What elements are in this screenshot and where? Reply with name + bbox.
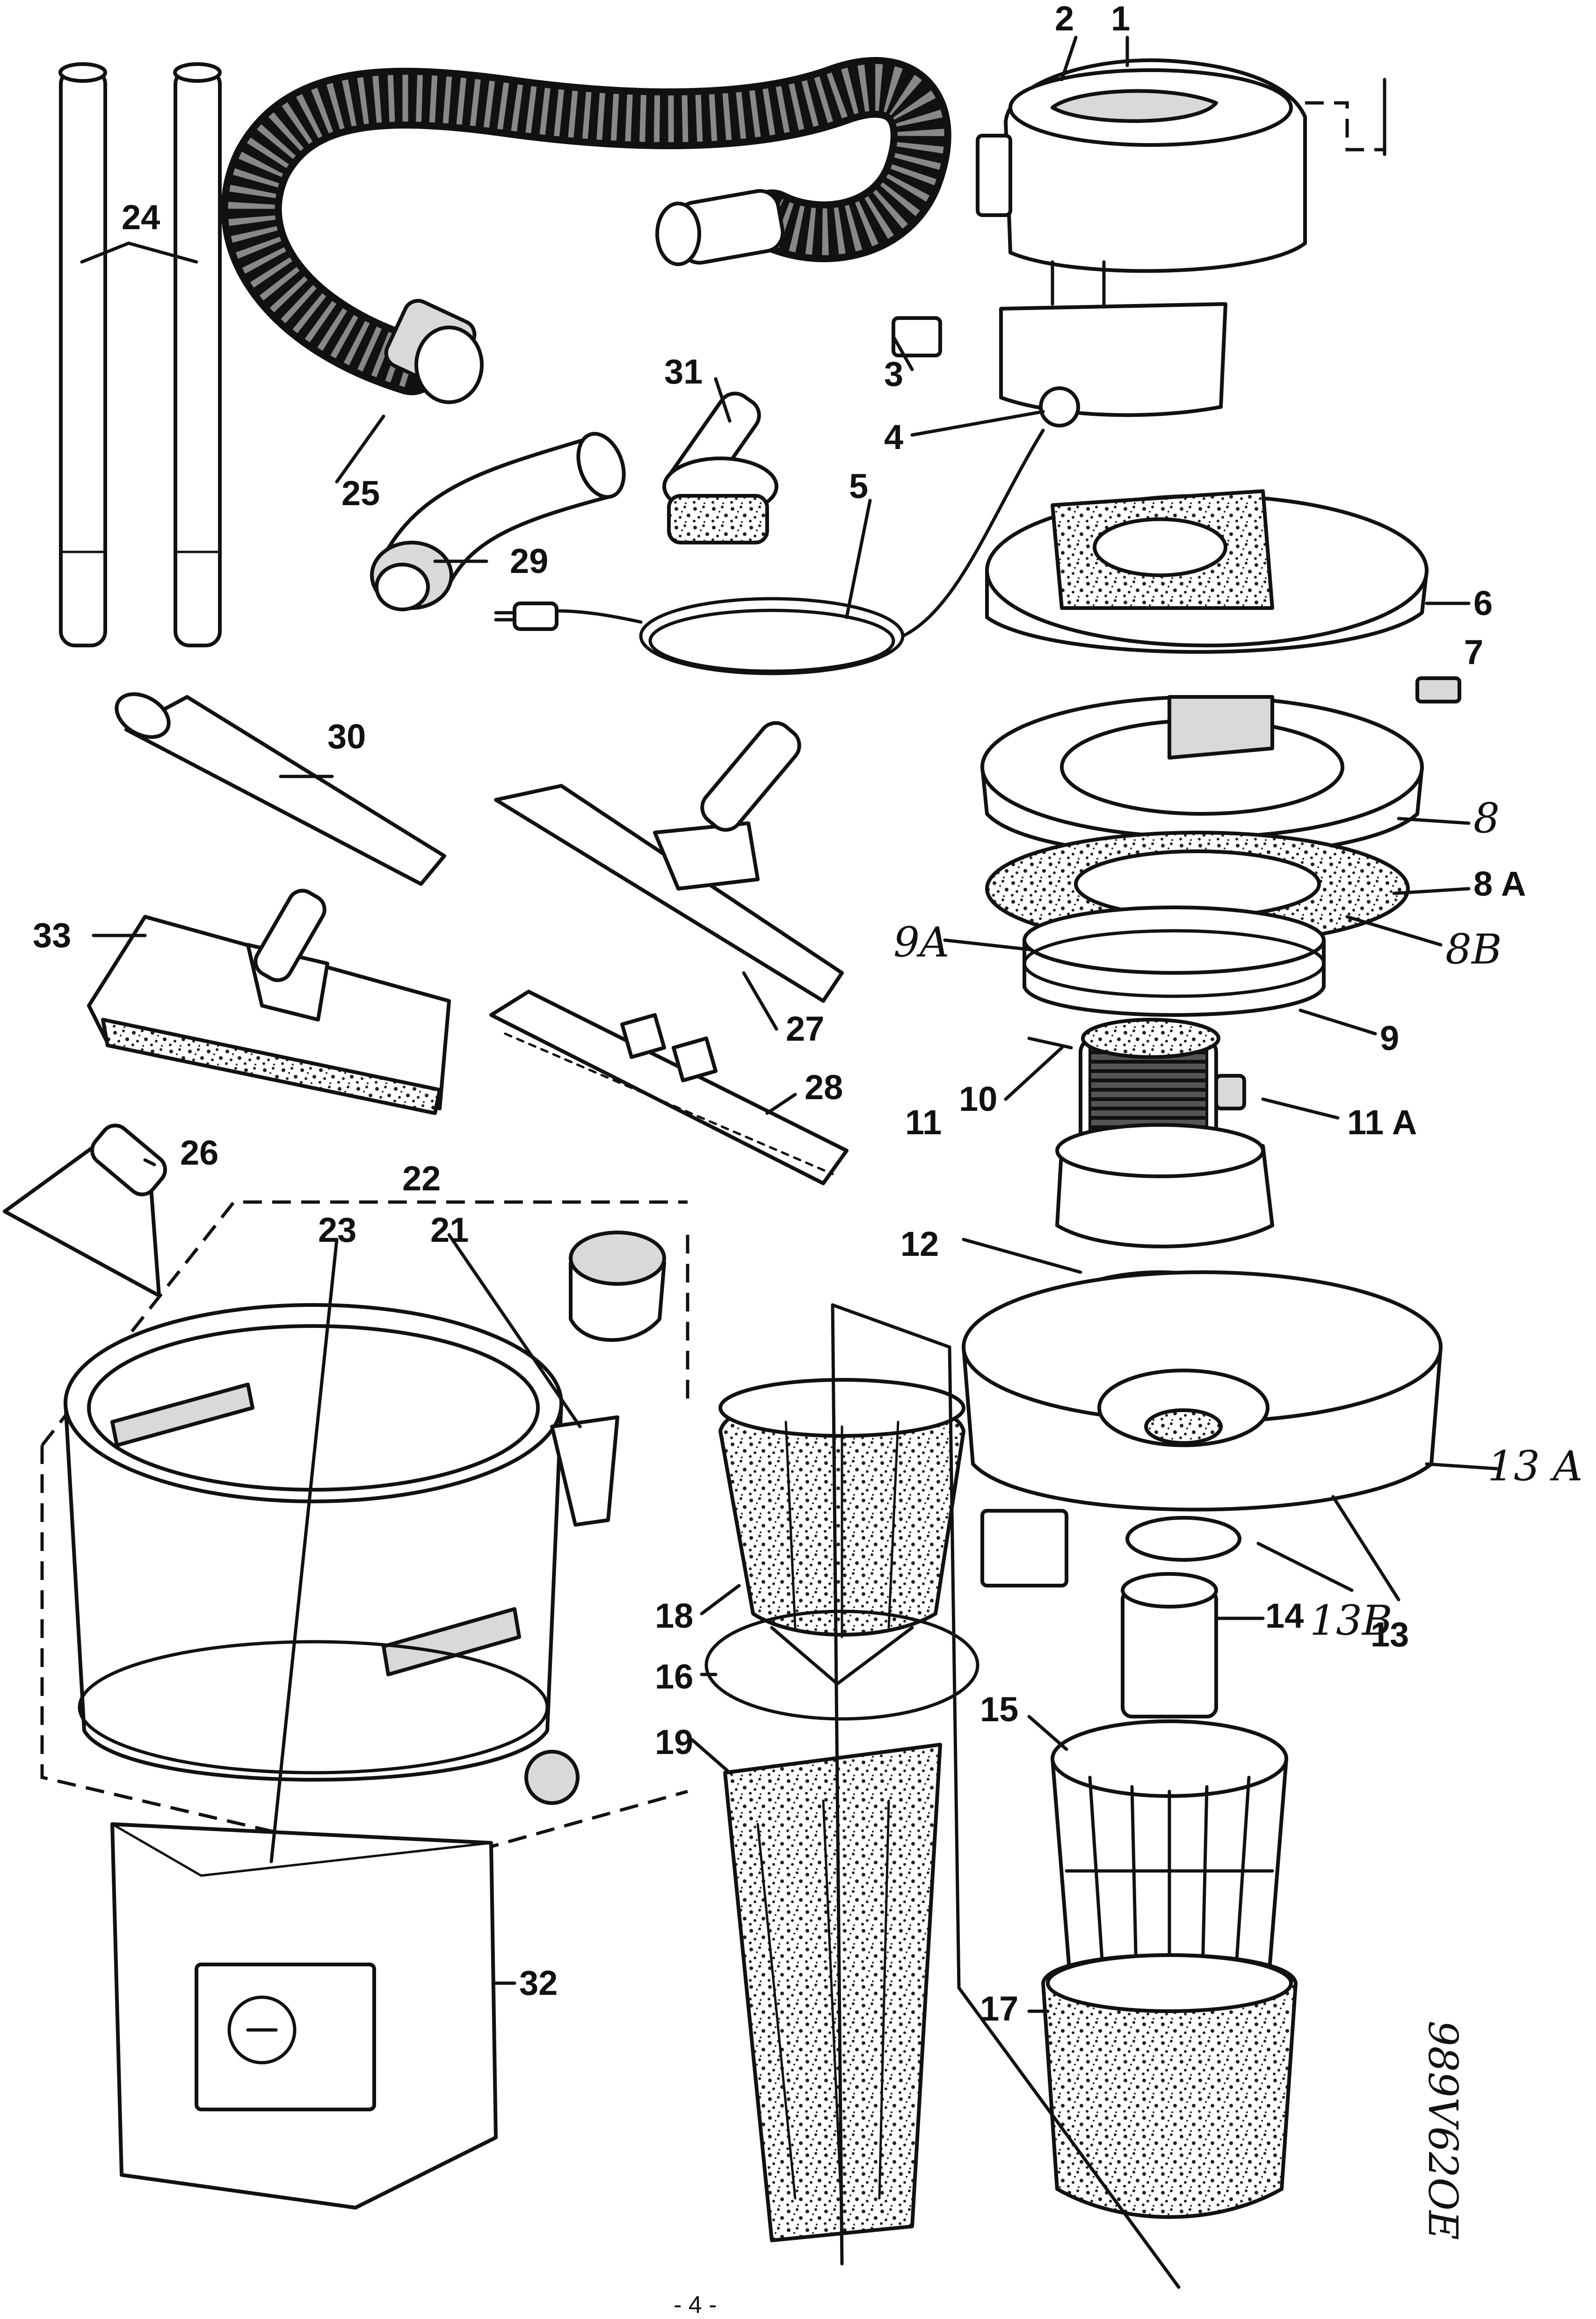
label-14: 14 — [1265, 1596, 1304, 1635]
label-21: 21 — [430, 1210, 469, 1249]
label-27: 27 — [786, 1009, 824, 1048]
label-22: 22 — [402, 1159, 441, 1198]
label-8: 8 — [1473, 794, 1500, 842]
label-15: 15 — [980, 1690, 1018, 1729]
upholstery-nozzle — [3, 1123, 167, 1297]
tank-lid — [962, 1270, 1443, 1587]
label-33: 33 — [33, 916, 71, 955]
extension-tubes — [58, 62, 222, 647]
page-number: - 4 - — [674, 2291, 717, 2319]
label-30: 30 — [327, 717, 366, 756]
label-10: 10 — [959, 1080, 997, 1118]
callout-labels: 1 2 3 4 5 6 7 8 8 A 8B 9A 9 10 11 11 A 1… — [33, 0, 1583, 2028]
dusting-brush — [662, 391, 778, 544]
leader-lines — [92, 36, 1499, 2013]
label-16: 16 — [655, 1657, 693, 1696]
label-13a: 13 A — [1487, 1442, 1583, 1490]
label-2: 2 — [1055, 0, 1074, 38]
label-8a: 8 A — [1473, 864, 1526, 903]
motor-seal-ring — [1023, 906, 1326, 1017]
label-3: 3 — [884, 355, 903, 393]
label-12: 12 — [900, 1225, 939, 1263]
label-29: 29 — [510, 542, 548, 580]
label-13b: 13B — [1310, 1596, 1393, 1645]
label-17: 17 — [980, 1989, 1018, 2028]
floor-nozzle — [87, 889, 451, 1115]
flexible-hose — [221, 57, 951, 404]
drawing-code: 989V62OE — [1419, 2021, 1466, 2240]
label-7: 7 — [1464, 633, 1483, 672]
curved-handle — [370, 432, 626, 611]
label-5: 5 — [849, 467, 868, 506]
label-18: 18 — [655, 1596, 693, 1635]
lid-tube — [1121, 1572, 1218, 1718]
cloth-filter — [718, 1378, 965, 1686]
switch-housing — [892, 260, 1227, 428]
label-19: 19 — [655, 1723, 693, 1761]
label-6: 6 — [1473, 584, 1493, 623]
crevice-tool — [115, 692, 446, 886]
label-4: 4 — [884, 418, 903, 457]
label-13: 13 — [1371, 1615, 1409, 1654]
label-8b: 8B — [1445, 925, 1502, 973]
power-cord — [494, 428, 1045, 675]
label-28: 28 — [805, 1068, 843, 1107]
label-32: 32 — [519, 1964, 558, 2002]
label-9a: 9A — [893, 918, 950, 966]
label-26: 26 — [180, 1133, 218, 1172]
part-7-clip — [1415, 676, 1461, 703]
filter-assembly-outline — [831, 1303, 1181, 2289]
motor-mount-ring — [980, 695, 1424, 858]
label-25: 25 — [341, 474, 380, 513]
filter-ring — [704, 1609, 979, 1721]
label-23: 23 — [318, 1210, 356, 1249]
paper-bag — [723, 1743, 942, 2242]
motor-unit — [1027, 1018, 1274, 1248]
squeegee-insert — [489, 990, 849, 1185]
wet-floor-nozzle — [494, 721, 844, 1003]
tank — [40, 1200, 689, 1894]
label-11: 11 — [905, 1103, 942, 1142]
label-9: 9 — [1380, 1019, 1399, 1058]
label-1: 1 — [1111, 0, 1130, 38]
label-31: 31 — [664, 352, 703, 391]
filter-cage — [1051, 1719, 1288, 1994]
motor-housing-top — [985, 489, 1429, 654]
dust-bag — [110, 1822, 498, 2210]
label-24: 24 — [122, 198, 160, 237]
motor-cover — [976, 58, 1386, 273]
foam-filter — [1041, 1953, 1298, 2219]
label-11a: 11 A — [1347, 1103, 1417, 1142]
